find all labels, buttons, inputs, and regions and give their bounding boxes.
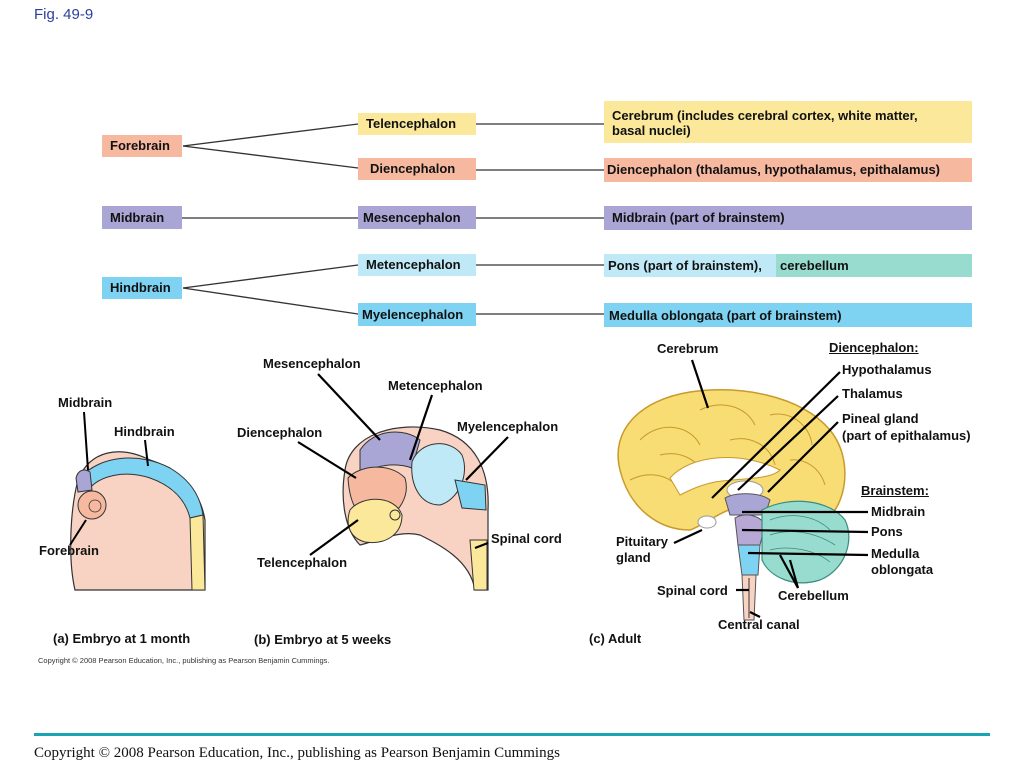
c-pineal-note: (part of epithalamus)	[842, 428, 971, 443]
footer-divider	[34, 733, 990, 736]
c-pituitary-label-1: Pituitary	[616, 534, 669, 549]
c-central-canal-label: Central canal	[718, 617, 800, 632]
hindbrain-box: Hindbrain	[102, 277, 182, 299]
a-forebrain-label: Forebrain	[39, 543, 99, 558]
midbrain-box: Midbrain	[102, 206, 182, 229]
cerebrum-box: Cerebrum (includes cerebral cortex, whit…	[604, 101, 972, 143]
embryo-1-month-drawing	[69, 411, 206, 591]
myelencephalon-box: Myelencephalon	[358, 303, 476, 326]
figure-copyright: Copyright © 2008 Pearson Education, Inc.…	[38, 656, 330, 665]
c-midbrain-label: Midbrain	[871, 504, 926, 519]
c-pons-label: Pons	[871, 524, 903, 539]
c-medulla-label-2: oblongata	[871, 562, 934, 577]
medulla-box: Medulla oblongata (part of brainstem)	[604, 303, 972, 327]
diencephalon-box: Diencephalon	[358, 158, 476, 180]
c-medulla-label-1: Medulla	[871, 546, 920, 561]
cerebrum-text: Cerebrum (includes cerebral cortex, whit…	[612, 108, 918, 138]
adult-midbrain-box: Midbrain (part of brainstem)	[604, 206, 972, 230]
cerebellum-box: cerebellum	[776, 254, 972, 277]
metencephalon-box: Metencephalon	[358, 254, 476, 276]
a-midbrain-label: Midbrain	[58, 395, 113, 410]
adult-diencephalon-box: Diencephalon (thalamus, hypothalamus, ep…	[604, 158, 972, 182]
b-diencephalon-label: Diencephalon	[237, 425, 323, 440]
b-myelencephalon-label: Myelencephalon	[457, 419, 559, 434]
figure-label: Fig. 49-9	[34, 6, 94, 23]
a-hindbrain-label: Hindbrain	[114, 424, 175, 439]
adult-brain-drawing	[617, 359, 869, 621]
b-mesencephalon-label: Mesencephalon	[263, 356, 361, 371]
a-caption: (a) Embryo at 1 month	[53, 631, 191, 646]
embryo-5-weeks-drawing	[297, 373, 509, 591]
c-brainstem-heading: Brainstem:	[861, 483, 929, 498]
mesencephalon-box: Mesencephalon	[358, 206, 476, 229]
c-pituitary-label-2: gland	[616, 550, 651, 565]
b-spinal-cord-label: Spinal cord	[491, 531, 562, 546]
c-diencephalon-heading: Diencephalon:	[829, 340, 919, 355]
forebrain-box: Forebrain	[102, 135, 182, 157]
hierarchy-connectors	[182, 123, 604, 315]
c-cerebellum-label: Cerebellum	[778, 588, 849, 603]
b-metencephalon-label: Metencephalon	[388, 378, 483, 393]
b-telencephalon-label: Telencephalon	[257, 555, 348, 570]
c-cerebrum-label: Cerebrum	[657, 341, 719, 356]
c-spinal-cord-label: Spinal cord	[657, 583, 728, 598]
c-thalamus-label: Thalamus	[842, 386, 903, 401]
b-caption: (b) Embryo at 5 weeks	[254, 632, 392, 647]
telencephalon-box: Telencephalon	[358, 113, 476, 135]
c-caption: (c) Adult	[589, 631, 642, 646]
pons-box: Pons (part of brainstem),	[604, 254, 776, 277]
c-pineal-label: Pineal gland	[842, 411, 919, 426]
c-hypothalamus-label: Hypothalamus	[842, 362, 932, 377]
footer-copyright: Copyright © 2008 Pearson Education, Inc.…	[34, 745, 560, 761]
